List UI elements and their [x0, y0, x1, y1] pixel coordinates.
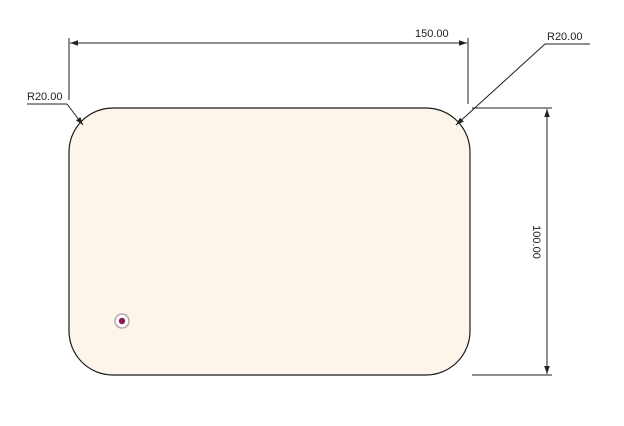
origin-point-icon[interactable] — [114, 313, 130, 329]
radius-leader-top-left — [66, 103, 84, 126]
height-dimension-label: 100.00 — [530, 225, 542, 259]
radius-leader-top-right — [455, 43, 546, 126]
radius-label-top-right: R20.00 — [547, 31, 582, 43]
radius-dimension-top-left[interactable]: R20.00 — [27, 91, 84, 126]
height-dimension[interactable]: 100.00 — [472, 107, 552, 376]
width-dimension[interactable]: 150.00 — [68, 28, 469, 104]
radius-label-top-left: R20.00 — [27, 91, 62, 103]
radius-dimension-top-right[interactable]: R20.00 — [455, 31, 590, 126]
sketch-profile[interactable] — [68, 107, 471, 376]
width-dimension-label: 150.00 — [415, 28, 449, 40]
